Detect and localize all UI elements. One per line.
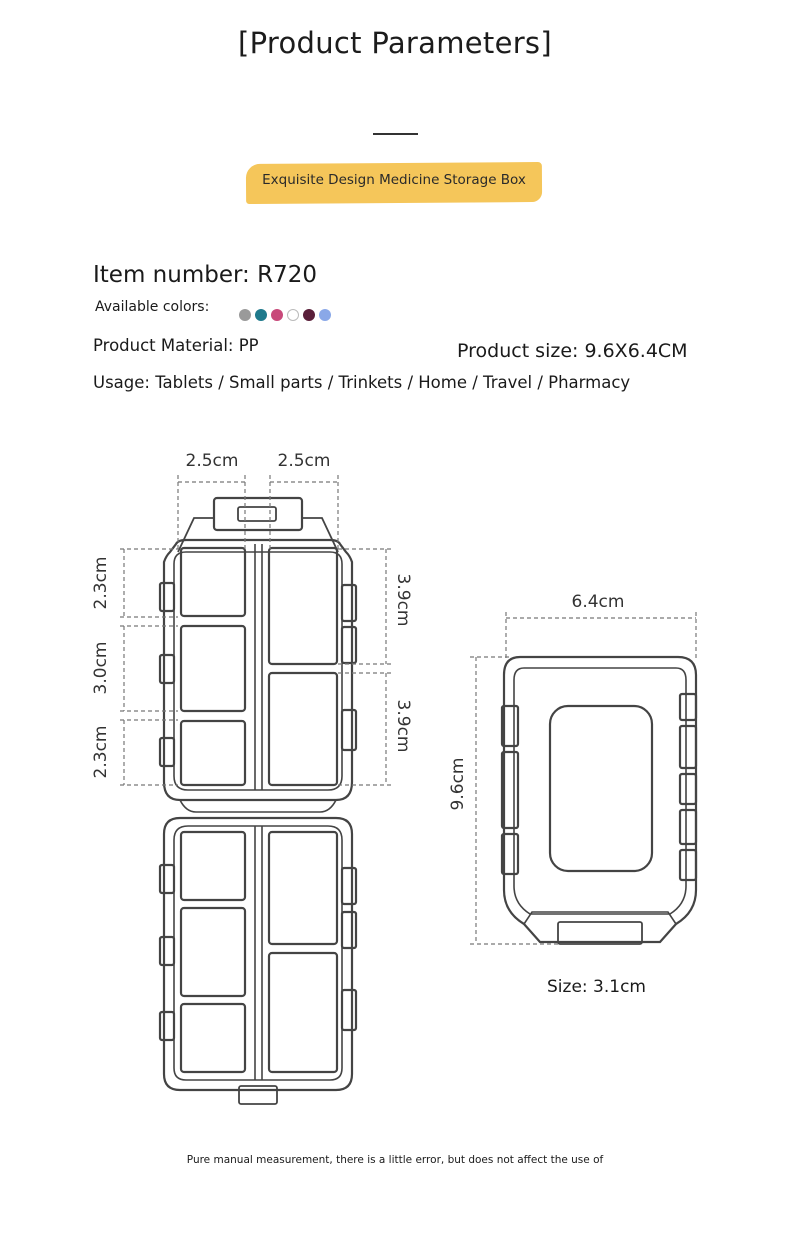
dim-closed-height: 9.6cm xyxy=(448,758,468,811)
color-swatches xyxy=(239,309,331,321)
title-divider xyxy=(373,133,418,135)
color-swatch-2 xyxy=(255,309,267,321)
dim-right-bottom-height: 3.9cm xyxy=(393,700,413,753)
color-swatch-4 xyxy=(287,309,299,321)
hinge xyxy=(179,799,337,813)
banner-text: Exquisite Design Medicine Storage Box xyxy=(262,172,526,188)
dim-left-mid-height: 3.0cm xyxy=(91,642,111,695)
product-size: Product size: 9.6X6.4CM xyxy=(457,340,688,362)
closed-box xyxy=(500,655,698,945)
item-number: Item number: R720 xyxy=(93,262,317,288)
open-box-upper-half xyxy=(158,538,358,802)
dim-left-top-height: 2.3cm xyxy=(91,557,111,610)
dim-top-right-width: 2.5cm xyxy=(278,451,331,471)
page-title: [Product Parameters] xyxy=(238,26,552,60)
product-usage: Usage: Tablets / Small parts / Trinkets … xyxy=(93,373,631,392)
closed-box-depth: Size: 3.1cm xyxy=(547,977,646,997)
color-swatch-1 xyxy=(239,309,251,321)
dimension-diagram: 2.5cm 2.5cm 2.3cm 3.0cm 2.3cm 3.9cm 3.9c… xyxy=(91,451,698,1105)
color-swatch-3 xyxy=(271,309,283,321)
dim-left-bottom-height: 2.3cm xyxy=(91,726,111,779)
dim-top-left-width: 2.5cm xyxy=(186,451,239,471)
colors-label: Available colors: xyxy=(95,299,210,315)
color-swatch-6 xyxy=(319,309,331,321)
dim-right-top-height: 3.9cm xyxy=(393,574,413,627)
dimension-guides xyxy=(120,475,697,945)
color-swatch-5 xyxy=(303,309,315,321)
open-box-lower-half xyxy=(158,816,358,1105)
product-material: Product Material: PP xyxy=(93,336,259,355)
measurement-footnote: Pure manual measurement, there is a litt… xyxy=(186,1154,604,1166)
dim-closed-width: 6.4cm xyxy=(572,592,625,612)
open-box-top-tab xyxy=(177,496,339,553)
